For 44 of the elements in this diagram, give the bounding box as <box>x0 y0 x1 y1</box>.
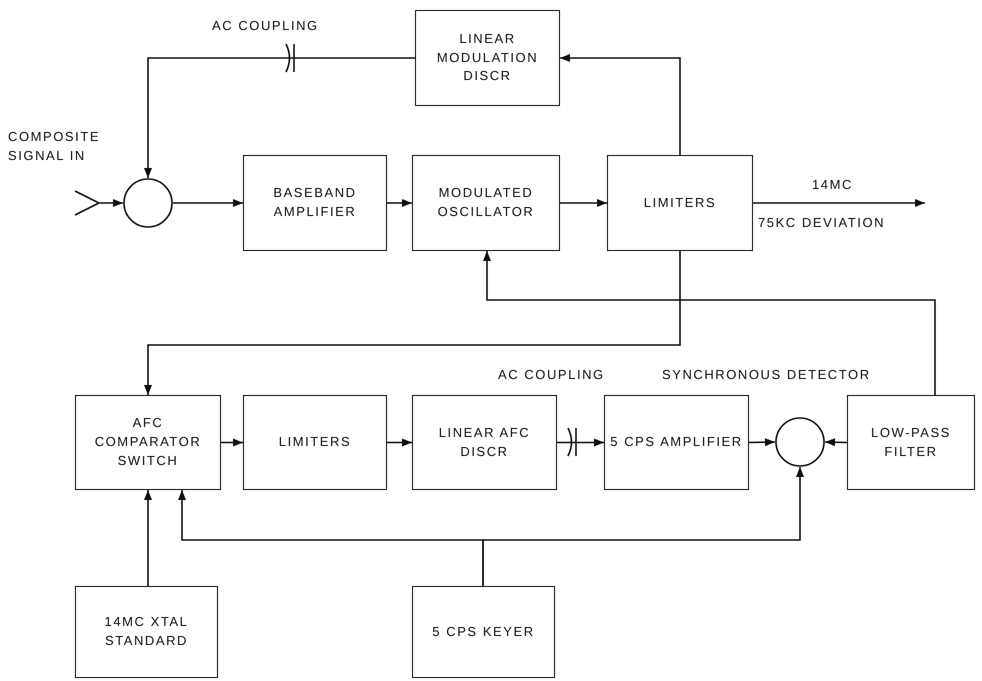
block-label: MODULATED OSCILLATOR <box>436 184 536 221</box>
arrow <box>560 199 607 207</box>
arrow <box>221 438 243 446</box>
arrow <box>753 199 925 207</box>
block <box>607 155 753 251</box>
block-label: BASEBAND AMPLIFIER <box>272 184 358 221</box>
signal-note: 75KC DEVIATION <box>758 214 886 232</box>
arrow <box>387 438 412 446</box>
input-terminal-symbol <box>74 190 100 216</box>
arrow <box>144 251 681 395</box>
arrow <box>557 438 604 446</box>
arrow <box>560 54 681 155</box>
arrow <box>824 438 848 446</box>
block <box>415 10 560 106</box>
block-label: AFC COMPARATOR SWITCH <box>94 414 202 470</box>
summing-circle <box>775 417 825 467</box>
node-caption: COMPOSITE SIGNAL IN <box>8 128 102 165</box>
arrow <box>387 199 412 207</box>
block <box>412 586 555 678</box>
block-label: LINEAR AFC DISCR <box>438 424 532 460</box>
block <box>75 586 218 678</box>
block <box>243 395 387 490</box>
block-label: 5 CPS KEYER <box>432 622 535 641</box>
block <box>412 395 557 490</box>
arrow <box>748 438 776 446</box>
arrow <box>144 490 152 586</box>
block <box>604 395 749 490</box>
arrow <box>173 199 243 207</box>
block <box>847 395 975 490</box>
block-label: 5 CPS AMPLIFIER <box>610 433 743 452</box>
arrow <box>483 251 936 395</box>
block-label: LOW-PASS FILTER <box>870 424 952 460</box>
block-label: LINEAR MODULATION DISCR <box>436 30 540 86</box>
signal-note: SYNCHRONOUS DETECTOR <box>662 366 871 384</box>
block-label: LIMITERS <box>644 194 716 212</box>
arrow <box>100 199 123 207</box>
block <box>243 155 387 251</box>
block <box>75 395 221 490</box>
arrow <box>144 57 415 178</box>
block <box>412 155 560 251</box>
block-label: LIMITERS <box>278 433 352 452</box>
arrow <box>482 467 804 586</box>
summing-circle <box>123 178 173 228</box>
block-label: 14MC XTAL STANDARD <box>104 613 190 650</box>
